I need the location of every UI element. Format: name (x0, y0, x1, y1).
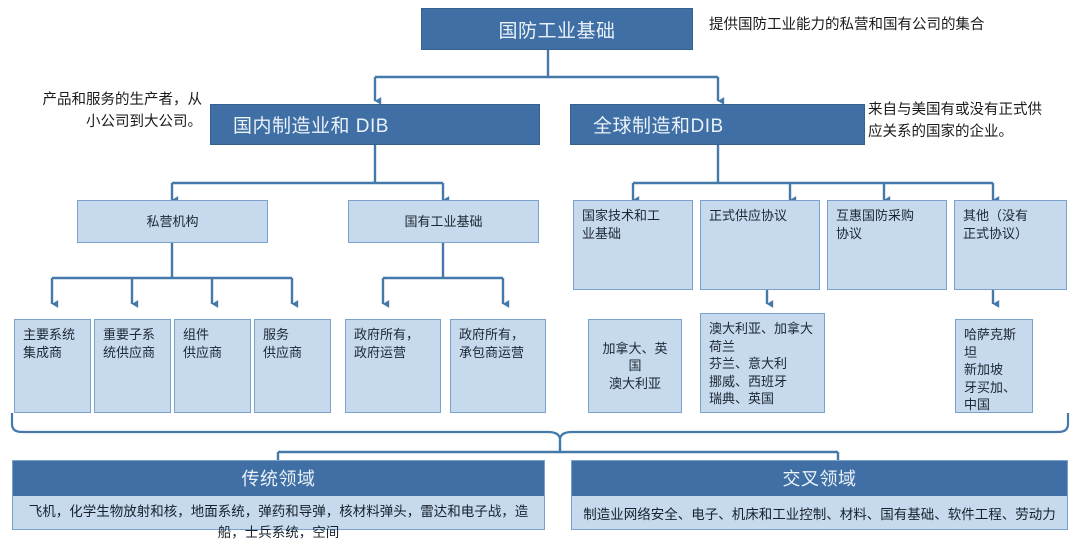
node-label: 重要子系 统供应商 (103, 327, 156, 360)
node-label: 哈萨克斯坦 新加坡 牙买加、 中国 (964, 327, 1017, 413)
annotation-top-right: 提供国防工业能力的私营和国有公司的集合 (709, 17, 985, 33)
panel-heading: 传统领域 (13, 461, 544, 496)
node-label: 国有工业基础 (404, 213, 483, 229)
node-label: 主要系统 集成商 (23, 327, 76, 360)
panel-body: 飞机，化学生物放射和核，地面系统，弹药和导弹，核材料弹头，雷达和电子战，造船，士… (28, 504, 529, 540)
panel-heading: 交叉领域 (572, 461, 1067, 496)
node-countries-formal-supply[interactable]: 澳大利亚、加拿大 荷兰 芬兰、意大利 挪威、西班牙 瑞典、英国 (700, 313, 825, 413)
node-global-manufacturing-dib[interactable]: 全球制造和DIB (570, 104, 865, 145)
node-prime-system-integrator[interactable]: 主要系统 集成商 (14, 319, 91, 413)
node-label: 政府所有， 政府运营 (354, 327, 420, 360)
panel-crosscutting-domains[interactable]: 交叉领域 制造业网络安全、电子、机床和工业控制、材料、国有基础、软件工程、劳动力 (571, 460, 1068, 530)
node-label: 澳大利亚、加拿大 荷兰 芬兰、意大利 挪威、西班牙 瑞典、英国 (709, 321, 814, 407)
node-service-supplier[interactable]: 服务 供应商 (254, 319, 331, 413)
node-defense-industrial-base[interactable]: 国防工业基础 (421, 8, 693, 50)
node-label: 全球制造和DIB (593, 116, 724, 137)
node-national-tech-industrial-base[interactable]: 国家技术和工 业基础 (573, 200, 693, 290)
node-label: 国防工业基础 (498, 20, 616, 42)
node-other-no-formal-agreement[interactable]: 其他（没有 正式协议） (954, 200, 1067, 290)
node-label: 其他（没有 正式协议） (963, 208, 1029, 241)
node-label: 政府所有， 承包商运营 (459, 327, 525, 360)
panel-traditional-domains[interactable]: 传统领域 飞机，化学生物放射和核，地面系统，弹药和导弹，核材料弹头，雷达和电子战… (12, 460, 545, 540)
node-government-owned-contractor-operated[interactable]: 政府所有， 承包商运营 (450, 319, 546, 413)
annotation-domestic-left: 产品和服务的生产者，从 小公司到大公司。 (42, 92, 203, 130)
node-label: 国内制造业和 DIB (233, 116, 389, 137)
node-label: 正式供应协议 (709, 208, 788, 223)
node-countries-other[interactable]: 哈萨克斯坦 新加坡 牙买加、 中国 (955, 319, 1033, 413)
node-label: 服务 供应商 (263, 327, 303, 360)
node-component-supplier[interactable]: 组件 供应商 (174, 319, 251, 413)
node-label: 互惠国防采购 协议 (836, 208, 915, 241)
node-label: 组件 供应商 (183, 327, 223, 360)
node-label: 国家技术和工 业基础 (582, 208, 661, 241)
node-label: 加拿大、英国 澳大利亚 (602, 340, 668, 391)
node-private-institutions[interactable]: 私营机构 (77, 200, 268, 243)
node-state-owned-industrial-base[interactable]: 国有工业基础 (348, 200, 539, 243)
node-key-subsystem-supplier[interactable]: 重要子系 统供应商 (94, 319, 171, 413)
node-domestic-manufacturing-dib[interactable]: 国内制造业和 DIB (210, 104, 540, 145)
node-label: 私营机构 (146, 213, 199, 229)
panel-body: 制造业网络安全、电子、机床和工业控制、材料、国有基础、软件工程、劳动力 (583, 507, 1056, 522)
annotation-global-right: 来自与美国有或没有正式供 应关系的国家的企业。 (868, 102, 1042, 140)
node-government-owned-government-operated[interactable]: 政府所有， 政府运营 (345, 319, 441, 413)
node-reciprocal-defense-procurement[interactable]: 互惠国防采购 协议 (827, 200, 947, 290)
node-countries-ntib[interactable]: 加拿大、英国 澳大利亚 (588, 319, 682, 413)
node-formal-supply-agreement[interactable]: 正式供应协议 (700, 200, 820, 290)
